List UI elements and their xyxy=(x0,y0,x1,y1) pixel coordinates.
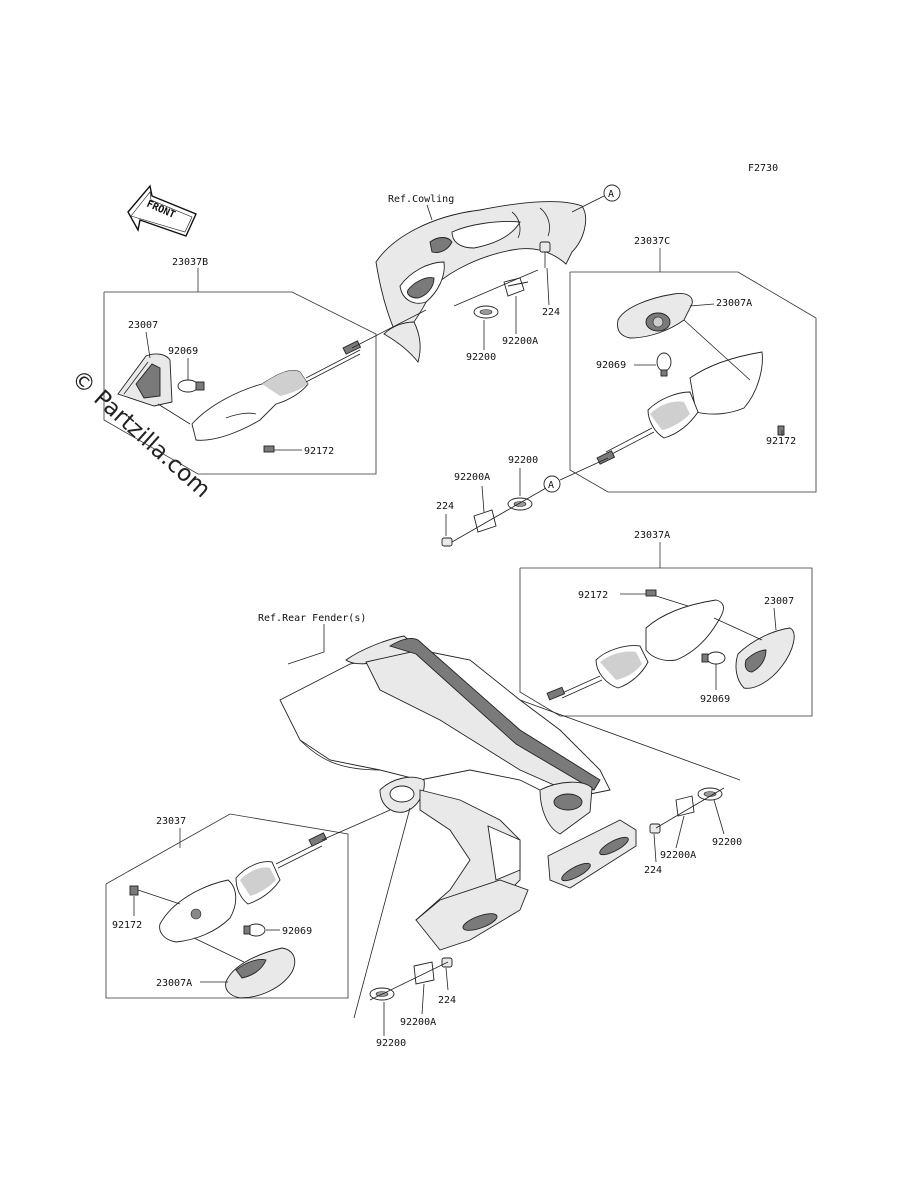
assembly-label-front-left: 23037B xyxy=(172,257,208,268)
lens-rear-left xyxy=(225,947,296,999)
plate-label-top: 92200 xyxy=(466,352,496,363)
screw-rear-right xyxy=(645,589,657,597)
screw-label-front-left: 92172 xyxy=(304,446,334,457)
ref-cowling-label: Ref.Cowling xyxy=(388,194,454,205)
lens-front-left xyxy=(117,353,173,407)
screw-rear-left xyxy=(129,885,139,896)
bracket-rear-right xyxy=(649,787,725,834)
lens-label-rear-right: 23007 xyxy=(764,596,794,607)
figure-code: F2730 xyxy=(748,163,778,174)
svg-text:A: A xyxy=(548,480,554,491)
screw-label-rear-right: 92172 xyxy=(578,590,608,601)
bracket-top xyxy=(453,241,551,319)
bulb-label-front-left: 92069 xyxy=(168,346,198,357)
bulb-label-rear-left: 92069 xyxy=(282,926,312,937)
connector-mark-a-middle: A xyxy=(543,475,561,493)
bracket-middle xyxy=(441,487,547,547)
bulb-label-rear-right: 92069 xyxy=(700,694,730,705)
assembly-label-rear-right: 23037A xyxy=(634,530,670,541)
screw-label-rear-left: 92172 xyxy=(112,920,142,931)
stay-label-rear-right: 92200A xyxy=(660,850,696,861)
bulb-front-left xyxy=(177,379,205,393)
plate-label-rear-left: 92200 xyxy=(376,1038,406,1049)
assembly-label-rear-left: 23037 xyxy=(156,816,186,827)
bulb-front-right xyxy=(656,352,672,377)
assembly-label-front-right: 23037C xyxy=(634,236,670,247)
bracket-rear-left xyxy=(369,957,453,1001)
stay-label-middle: 92200A xyxy=(454,472,490,483)
lens-label-rear-left: 23007A xyxy=(156,978,192,989)
lens-front-right xyxy=(617,293,693,339)
stay-label-rear-left: 92200A xyxy=(400,1017,436,1028)
turn-signal-rear-left xyxy=(159,832,328,943)
bolt-label-rear-left: 224 xyxy=(438,995,456,1006)
screw-label-front-right: 92172 xyxy=(766,436,796,447)
svg-text:A: A xyxy=(608,189,614,200)
lens-label-front-left: 23007 xyxy=(128,320,158,331)
stay-label-top: 92200A xyxy=(502,336,538,347)
bulb-rear-left xyxy=(243,923,266,937)
plate-label-middle: 92200 xyxy=(508,455,538,466)
turn-signal-front-left xyxy=(191,340,362,441)
rear-fender xyxy=(279,635,741,951)
bolt-label-rear-right: 224 xyxy=(644,865,662,876)
lens-label-front-right: 23007A xyxy=(716,298,752,309)
front-arrow-icon: FRONT xyxy=(127,184,197,237)
screw-front-right xyxy=(777,425,785,436)
lens-rear-right xyxy=(735,627,795,689)
front-cowling xyxy=(375,201,586,363)
connector-mark-a-top: A xyxy=(603,184,621,202)
bolt-label-middle: 224 xyxy=(436,501,454,512)
ref-rear-fender-label: Ref.Rear Fender(s) xyxy=(258,613,366,624)
screw-front-left xyxy=(263,445,275,453)
turn-signal-rear-right xyxy=(546,599,724,701)
bolt-label-top: 224 xyxy=(542,307,560,318)
bulb-label-front-right: 92069 xyxy=(596,360,626,371)
turn-signal-front-right xyxy=(596,351,763,465)
plate-label-rear-right: 92200 xyxy=(712,837,742,848)
bulb-rear-right xyxy=(701,651,726,665)
